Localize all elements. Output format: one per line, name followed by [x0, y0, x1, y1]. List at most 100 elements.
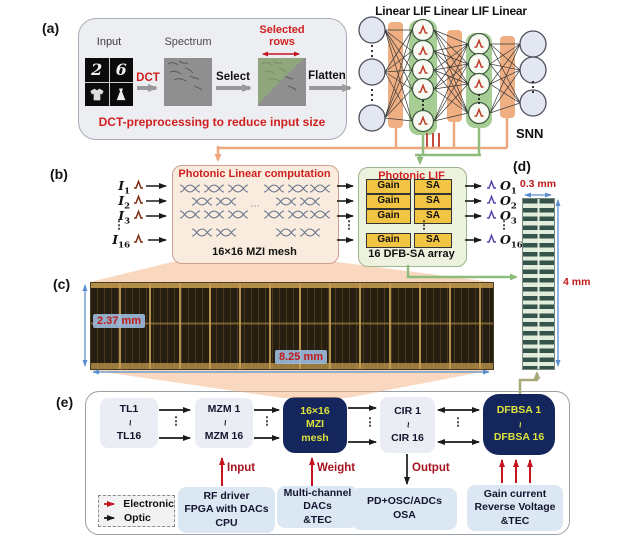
input-i1: I1 — [118, 178, 130, 197]
rf-line3: CPU — [215, 516, 238, 529]
select-label: Select — [216, 71, 250, 83]
vdots: ⋮ — [113, 219, 125, 232]
vdots: ⋮ — [261, 415, 273, 428]
snn-tag: SNN — [516, 126, 544, 141]
gain-block: Gain — [366, 194, 411, 209]
mzi-mesh-caption: 16×16 MZI mesh — [212, 246, 297, 258]
vdots: ⋮ — [418, 219, 430, 232]
legend-box: Electronic Optic — [98, 495, 175, 527]
digit-2-tile: 2 — [85, 58, 109, 82]
multichannel-dacs-box: Multi-channel DACs &TEC — [277, 486, 358, 528]
mc-line1: Multi-channel — [283, 486, 352, 499]
panel-d-label: (d) — [513, 158, 531, 174]
weight-arrow-label: Weight — [317, 462, 356, 474]
output-o16: O16 — [500, 232, 523, 251]
spike-icon — [133, 234, 144, 243]
dfb-sa-array-caption: 16 DFB-SA array — [368, 248, 455, 260]
tl-bottom: TL16 — [116, 429, 142, 442]
tl-top: TL1 — [119, 402, 139, 415]
vdots: ⋮ — [364, 416, 376, 429]
dfb-sa-chip-micrograph — [522, 198, 555, 370]
dfbsa-bottom: DFBSA 16 — [493, 431, 545, 444]
vdots: ⋮ — [452, 416, 464, 429]
mzi-mesh-box: 16×16 MZI mesh — [283, 397, 347, 453]
input-image: 2 6 — [85, 58, 133, 106]
input-i3: I3 — [118, 208, 130, 227]
spectrum-image-label: Spectrum — [164, 36, 212, 48]
dress-icon — [116, 88, 126, 100]
spike-icon — [486, 210, 497, 219]
output-o2: O2 — [500, 193, 517, 212]
chip-d-width-dim: 0.3 mm — [519, 178, 557, 190]
spike-icon — [133, 180, 144, 189]
dress-tile — [109, 82, 133, 106]
rf-line2: FPGA with DACs — [184, 503, 269, 516]
flatten-label: Flatten — [308, 70, 346, 82]
mzi-line2: MZI — [305, 418, 325, 431]
legend-optic-row: Optic — [103, 512, 174, 524]
digit-6: 6 — [115, 60, 127, 80]
selected-rows-label: Selected rows — [259, 24, 305, 49]
panel-a-caption: DCT-preprocessing to reduce input size — [98, 115, 326, 129]
photonic-linear-title: Photonic Linear computation — [178, 168, 331, 180]
sa-block: SA — [414, 179, 452, 194]
digit-6-tile: 6 — [109, 58, 133, 82]
range-tilde: ~ — [513, 421, 526, 428]
mzm-bottom: MZM 16 — [204, 429, 244, 442]
photonic-linear-box — [172, 165, 339, 264]
range-tilde: ~ — [123, 419, 136, 427]
panel-b-label: (b) — [50, 166, 68, 182]
mzm-box: MZM 1 ~ MZM 16 — [195, 398, 253, 448]
input-arrow-label: Input — [227, 462, 256, 474]
selected-texture — [258, 58, 304, 104]
sa-block: SA — [414, 209, 452, 224]
shirt-icon — [90, 88, 104, 101]
mesh-ellipsis: ⋯ — [250, 201, 260, 212]
dfbsa-top: DFBSA 1 — [496, 404, 542, 417]
panel-a-label: (a) — [42, 20, 60, 36]
input-image-label: Input — [96, 36, 122, 48]
panel-c-label: (c) — [53, 276, 71, 292]
dct-label: DCT — [136, 72, 160, 84]
dfbsa-box: DFBSA 1 ~ DFBSA 16 — [483, 394, 555, 455]
gain-block: Gain — [366, 179, 411, 194]
gc-line3: &TEC — [500, 514, 530, 527]
vdots: ⋮ — [343, 219, 355, 232]
range-tilde: ~ — [402, 421, 415, 429]
vdots: ⋮ — [498, 219, 510, 232]
mzi-mesh-drawing: ⋯ — [179, 184, 331, 237]
spike-icon — [133, 210, 144, 219]
mc-line2: DACs — [303, 500, 332, 513]
gain-current-box: Gain current Reverse Voltage &TEC — [467, 485, 563, 531]
selected-region-highlight — [258, 58, 304, 104]
input-i2: I2 — [118, 193, 130, 212]
spectrum-image — [164, 58, 212, 106]
panel-e-label: (e) — [56, 394, 74, 410]
optic-arrow-icon — [104, 515, 115, 521]
sa-block: SA — [414, 194, 452, 209]
spike-icon — [486, 234, 497, 243]
output-o1: O1 — [500, 178, 517, 197]
rf-line1: RF driver — [203, 489, 250, 502]
vdots: ⋮ — [170, 415, 182, 428]
legend-electronic-row: Electronic — [103, 498, 174, 510]
range-tilde: ~ — [218, 419, 231, 427]
tunable-laser-box: TL1 ~ TL16 — [100, 398, 158, 448]
spike-icon — [133, 195, 144, 204]
cir-bottom: CIR 16 — [391, 431, 424, 444]
sa-block: SA — [414, 233, 452, 248]
mc-line3: &TEC — [303, 513, 332, 526]
shirt-tile — [85, 82, 109, 106]
pd-osc-adcs-box: PD+OSC/ADCs OSA — [352, 488, 457, 530]
snn-layer-labels: Linear LIF Linear LIF Linear — [375, 4, 527, 18]
mzm-top: MZM 1 — [207, 402, 241, 415]
rf-driver-box: RF driver FPGA with DACs CPU — [178, 487, 275, 533]
spectrum-texture — [167, 60, 203, 91]
pd-line2: OSA — [393, 509, 416, 521]
output-o3: O3 — [500, 208, 517, 227]
electronic-arrow-icon — [104, 501, 115, 507]
circulator-box: CIR 1 ~ CIR 16 — [380, 397, 435, 453]
chip-c-width-dim: 8.25 mm — [275, 350, 328, 364]
cir-top: CIR 1 — [394, 404, 421, 417]
